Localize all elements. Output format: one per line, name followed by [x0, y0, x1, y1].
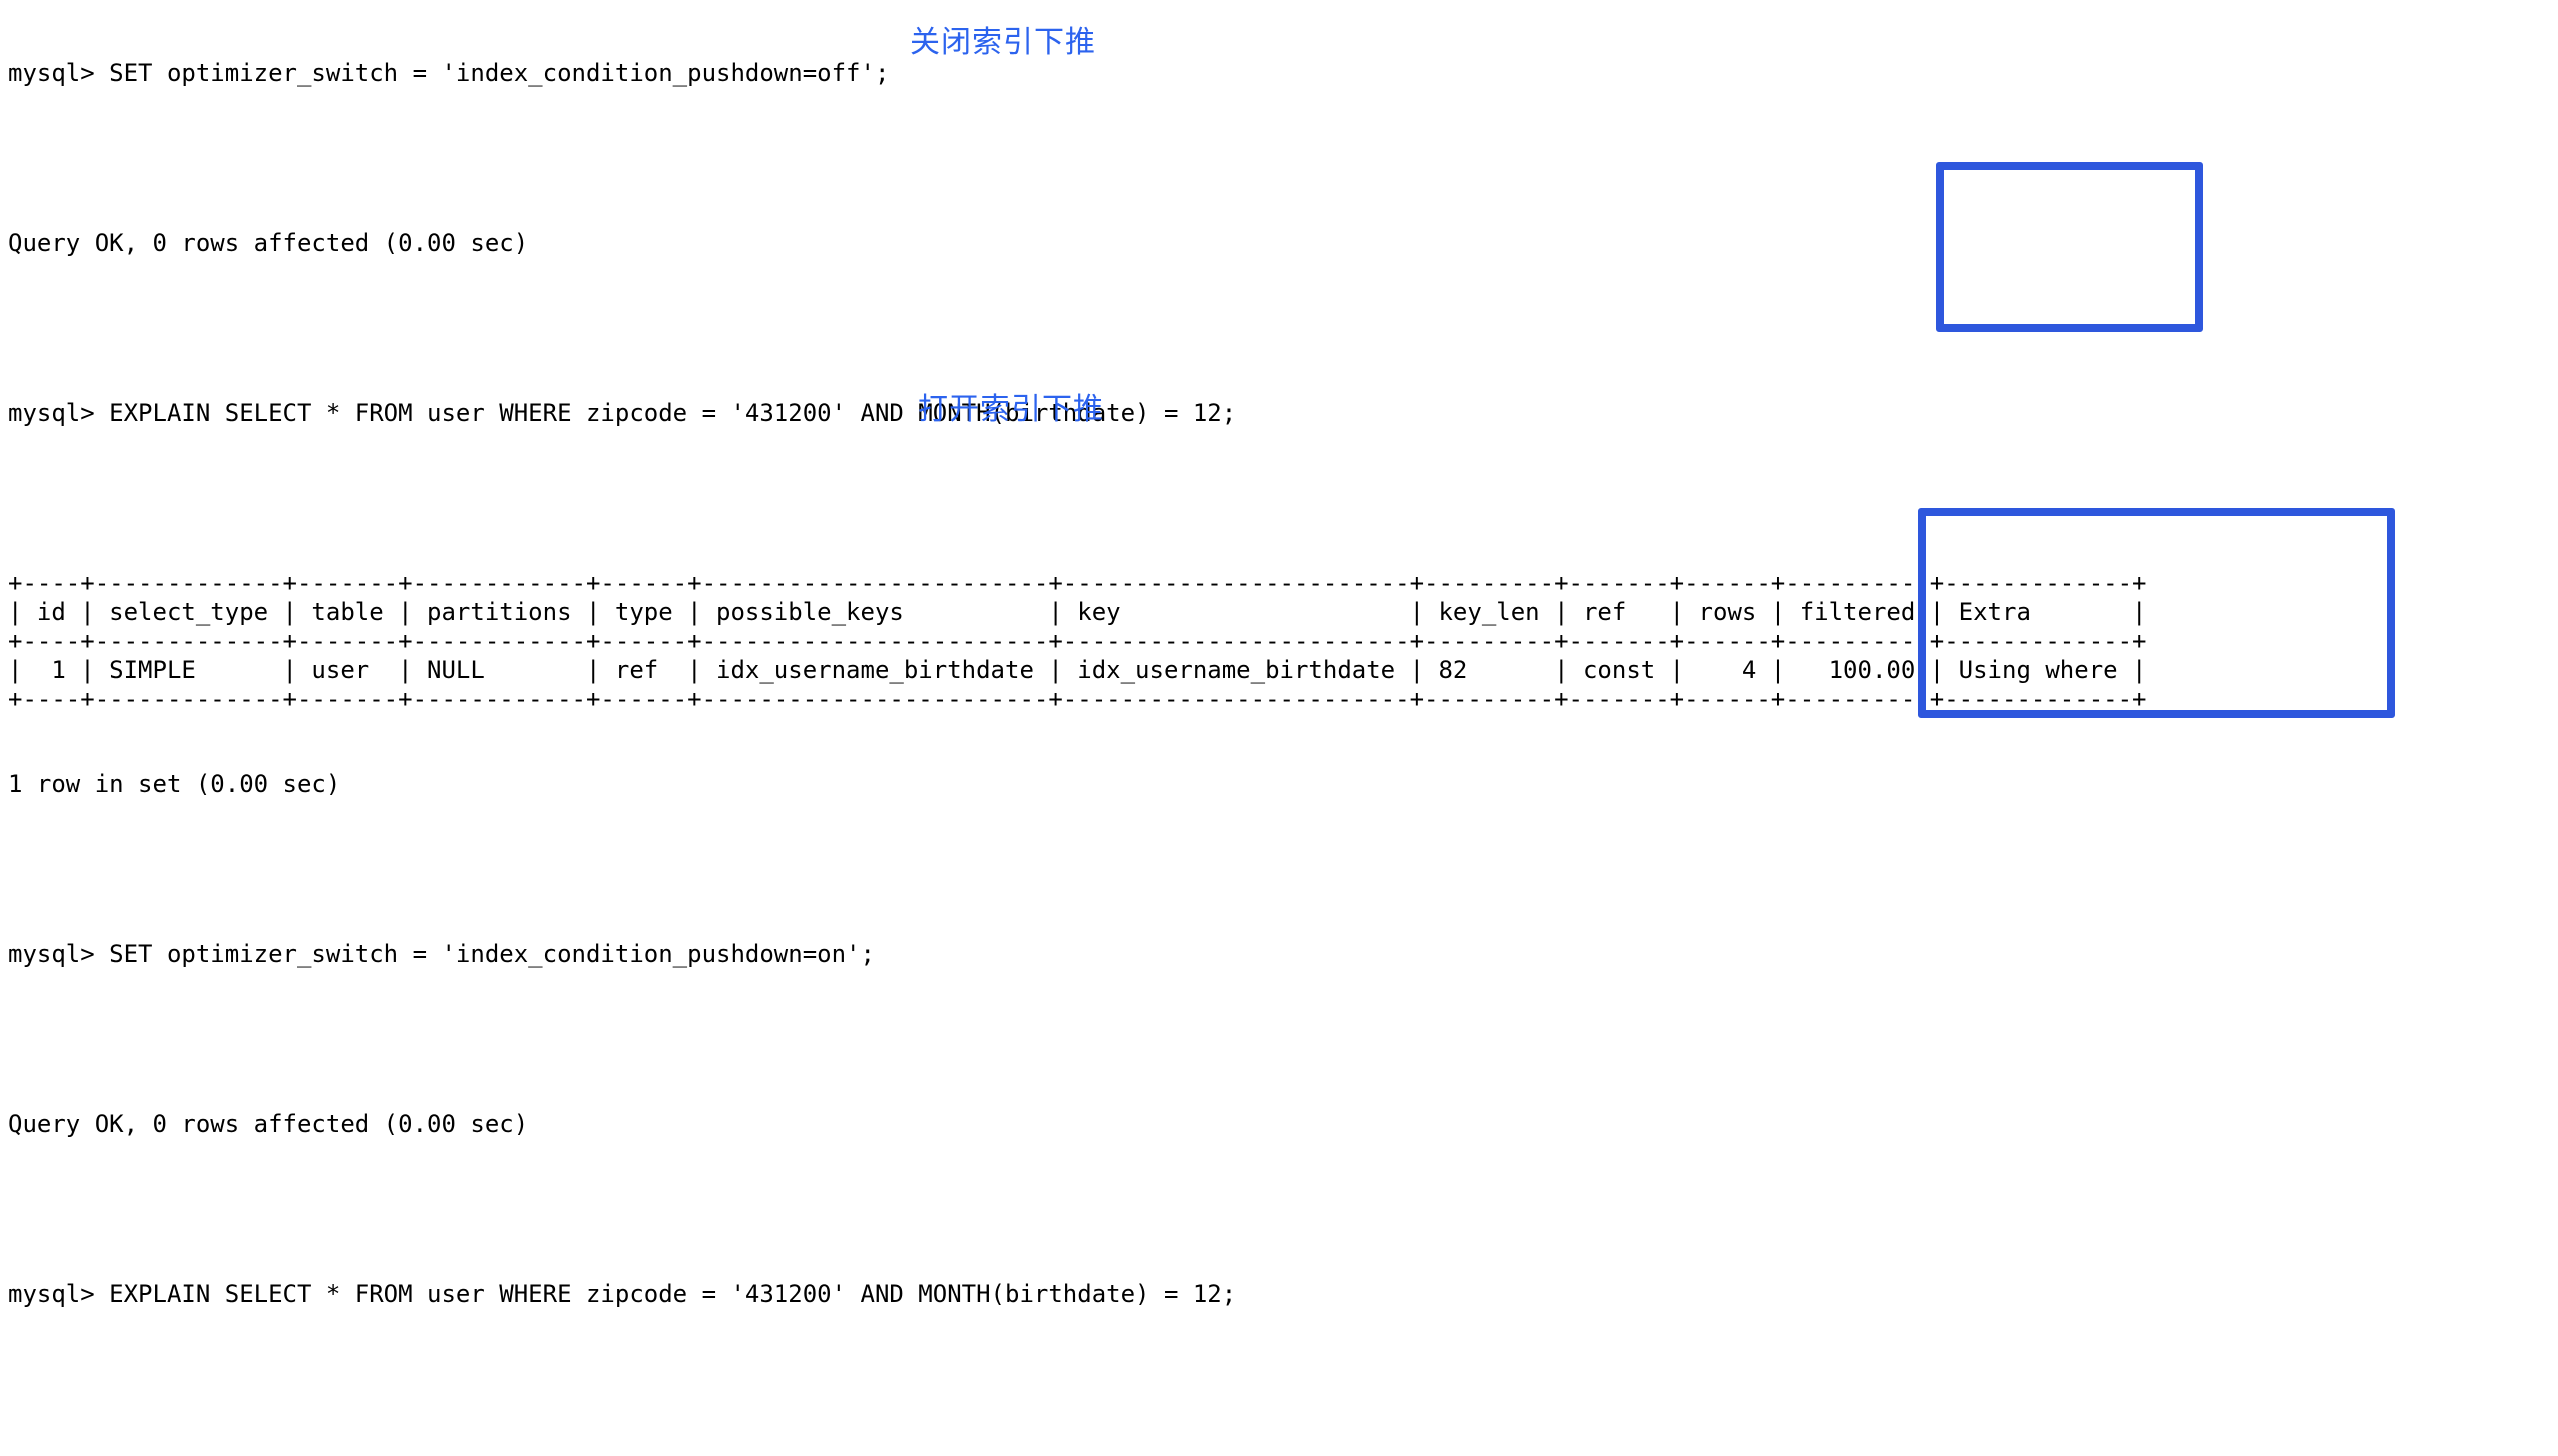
query-ok-result-2: Query OK, 0 rows affected (0.00 sec) [8, 1110, 529, 1138]
blank-line [8, 1025, 2291, 1054]
blank-line [8, 1195, 2291, 1224]
command-explain-icp-on: mysql> EXPLAIN SELECT * FROM user WHERE … [8, 1280, 1237, 1308]
row-count-icp-off: 1 row in set (0.00 sec) [8, 770, 341, 798]
query-ok-result-1: Query OK, 0 rows affected (0.00 sec) [8, 229, 529, 257]
blank-line [8, 855, 2291, 884]
annotation-icp-on: 打开索引下推 [918, 392, 1104, 427]
command-set-icp-on: mysql> SET optimizer_switch = 'index_con… [8, 940, 875, 968]
extra-column-highlight-box-icp-off [1936, 162, 2203, 332]
extra-column-highlight-box-icp-on [1918, 508, 2395, 718]
command-explain-icp-off: mysql> EXPLAIN SELECT * FROM user WHERE … [8, 399, 1237, 427]
blank-line [8, 1365, 2291, 1394]
command-set-icp-off: mysql> SET optimizer_switch = 'index_con… [8, 59, 890, 87]
annotation-icp-off: 关闭索引下推 [910, 25, 1096, 60]
explain-table-icp-on: +----+-------------+-------+------------… [8, 1450, 2291, 1456]
explain-table-icp-off: +----+-------------+-------+------------… [8, 569, 2147, 713]
